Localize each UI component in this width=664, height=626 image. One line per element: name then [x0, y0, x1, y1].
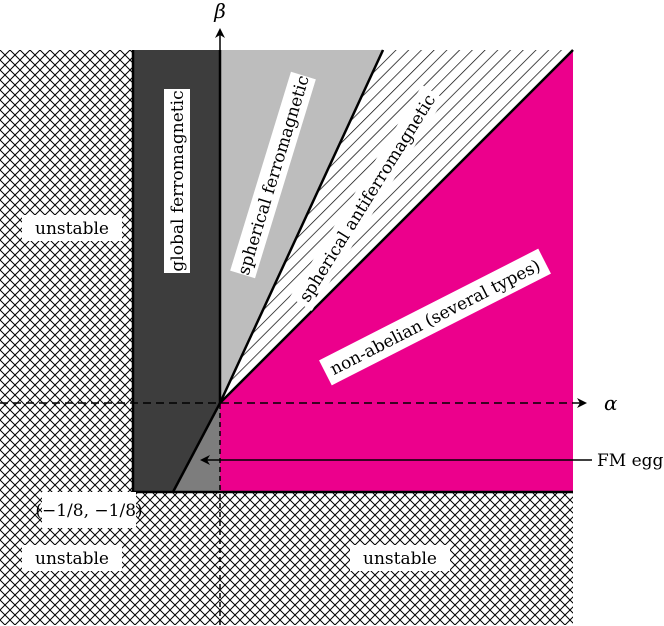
non-abelian-region: [220, 50, 573, 492]
label-unstable-left: unstable: [22, 215, 122, 241]
unstable-region-left: [0, 50, 133, 492]
boundary-steep: [218, 49, 385, 404]
svg-text:global ferromagnetic: global ferromagnetic: [168, 90, 188, 271]
label-global-ferromagnetic: global ferromagnetic: [164, 89, 190, 273]
svg-text:(−1/8, −1/8): (−1/8, −1/8): [35, 501, 142, 521]
svg-text:unstable: unstable: [363, 549, 437, 569]
fm-egg-label: FM egg: [597, 451, 664, 471]
label-unstable-bottom-left: unstable: [22, 545, 122, 571]
corner-point-label: (−1/8, −1/8): [35, 492, 143, 528]
alpha-axis-label: α: [604, 391, 618, 415]
svg-text:unstable: unstable: [35, 549, 109, 569]
svg-text:unstable: unstable: [35, 219, 109, 239]
label-unstable-bottom-right: unstable: [350, 545, 450, 571]
boundary-egg: [171, 402, 222, 493]
beta-axis-label: β: [213, 0, 226, 23]
boundary-diagonal: [219, 49, 574, 404]
